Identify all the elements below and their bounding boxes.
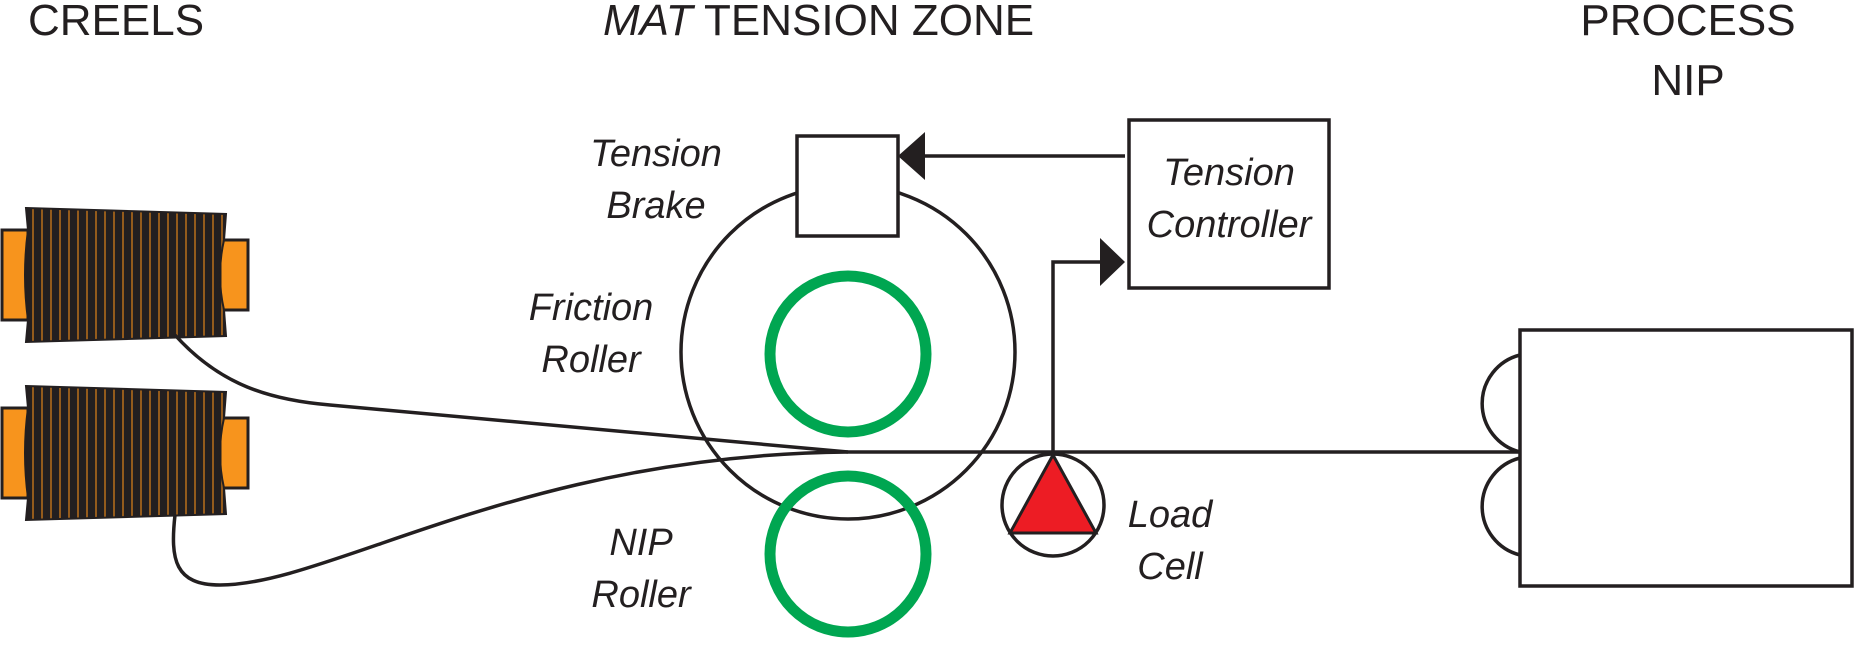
process-nip [1480,328,1854,588]
tension-brake-box [795,134,900,238]
label-tension-brake: Tension Brake [590,133,722,227]
svg-text:Roller: Roller [541,339,642,381]
creel-spool-bottom [0,384,250,522]
label-load-cell: Load Cell [1128,494,1214,588]
load-cell-signal-line [1051,260,1107,452]
svg-text:Cell: Cell [1137,546,1204,588]
creel-spool-top [0,206,250,344]
process-nip-box [1518,328,1854,588]
svg-text:Brake: Brake [606,185,705,227]
svg-text:Load: Load [1128,494,1214,536]
svg-text:Tension: Tension [590,133,722,175]
load-cell [1000,451,1106,558]
svg-text:Tension: Tension [1163,152,1295,194]
load-cell-triangle-icon [1007,451,1099,535]
label-friction-roller: Friction Roller [529,287,654,381]
svg-text:Roller: Roller [591,574,692,616]
nip-roller [764,470,932,638]
yarn-path-bottom [171,450,849,587]
header-mat-tension-zone: MAT TENSION ZONE [603,0,1034,45]
svg-text:NIP: NIP [609,522,673,564]
header-nip: NIP [1651,56,1724,105]
load-cell-signal-arrow-icon [1100,238,1125,286]
label-tension-controller: Tension Controller [1147,152,1313,246]
header-process: PROCESS [1580,0,1795,45]
header-creels: CREELS [28,0,204,45]
friction-roller [764,270,932,438]
brake-signal-arrow-icon [898,132,925,180]
label-nip-roller: NIP Roller [591,522,692,616]
svg-text:Controller: Controller [1147,204,1313,246]
svg-text:Friction: Friction [529,287,654,329]
tension-controller-box [1127,118,1331,290]
yarn-path-top [173,333,849,454]
